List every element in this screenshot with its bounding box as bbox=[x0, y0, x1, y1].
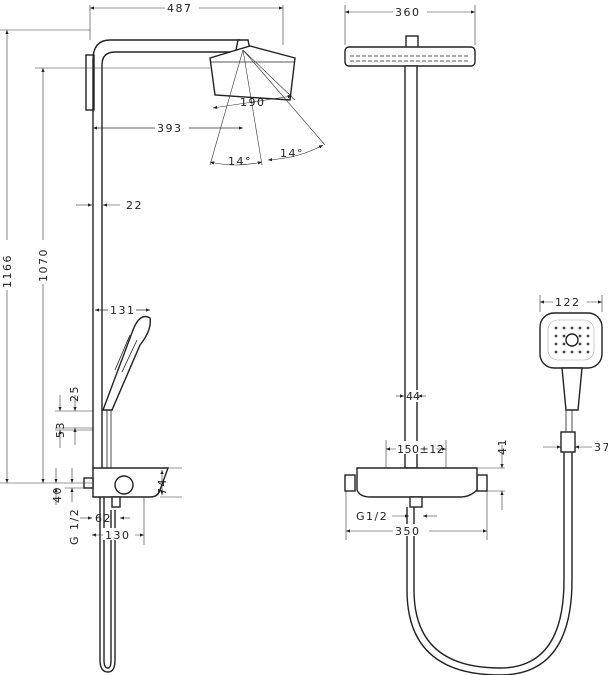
dim-connection: 150±12 bbox=[397, 443, 444, 456]
dim-head-width: 360 bbox=[395, 6, 421, 19]
dim-angle-right: 14° bbox=[280, 147, 304, 160]
dim-rail-diameter: 22 bbox=[126, 199, 143, 212]
hose-side bbox=[99, 497, 116, 673]
dim-holder-53: 53 bbox=[54, 421, 67, 438]
dim-head-height: 1070 bbox=[37, 248, 50, 282]
dim-hose-37: 37 bbox=[594, 441, 608, 454]
dim-body-41: 41 bbox=[496, 438, 509, 455]
shower-rail-front bbox=[404, 65, 418, 469]
dim-head-size: 190 bbox=[240, 96, 266, 109]
dim-thread-side: G 1/2 bbox=[68, 508, 81, 545]
dim-head-offset: 393 bbox=[157, 122, 183, 135]
dim-total-height: 1166 bbox=[1, 254, 14, 288]
dim-outlet-62: 62 bbox=[95, 512, 112, 525]
front-view: 360 122 44 150±12 41 37 G1/2 350 bbox=[344, 5, 608, 675]
thermostat-body-front bbox=[344, 467, 488, 508]
dim-holder-25: 25 bbox=[68, 385, 81, 402]
dim-thread-front: G1/2 bbox=[356, 510, 388, 523]
shower-rail bbox=[92, 39, 247, 470]
dim-total-width: 487 bbox=[167, 2, 193, 15]
side-view: 487 393 190 14° 14° 22 1166 1070 131 25 … bbox=[0, 1, 326, 673]
dim-body-depth: 130 bbox=[105, 529, 131, 542]
hand-shower-front bbox=[539, 312, 603, 453]
head-connector bbox=[405, 35, 419, 49]
dim-body-height: 74 bbox=[156, 478, 169, 495]
dim-angle-left: 14° bbox=[228, 155, 252, 168]
dim-rail-width: 44 bbox=[406, 390, 420, 403]
dim-hand-shower-width: 122 bbox=[555, 296, 581, 309]
dim-hand-shower-offset: 131 bbox=[110, 304, 136, 317]
overhead-shower-head bbox=[209, 39, 296, 101]
dim-body-width: 350 bbox=[395, 525, 421, 538]
overhead-shower-head-front bbox=[344, 46, 476, 67]
hose-front bbox=[406, 452, 573, 675]
hand-shower-side bbox=[101, 315, 151, 468]
dim-inlet-40: 40 bbox=[51, 486, 64, 503]
wall-bracket bbox=[85, 54, 95, 111]
